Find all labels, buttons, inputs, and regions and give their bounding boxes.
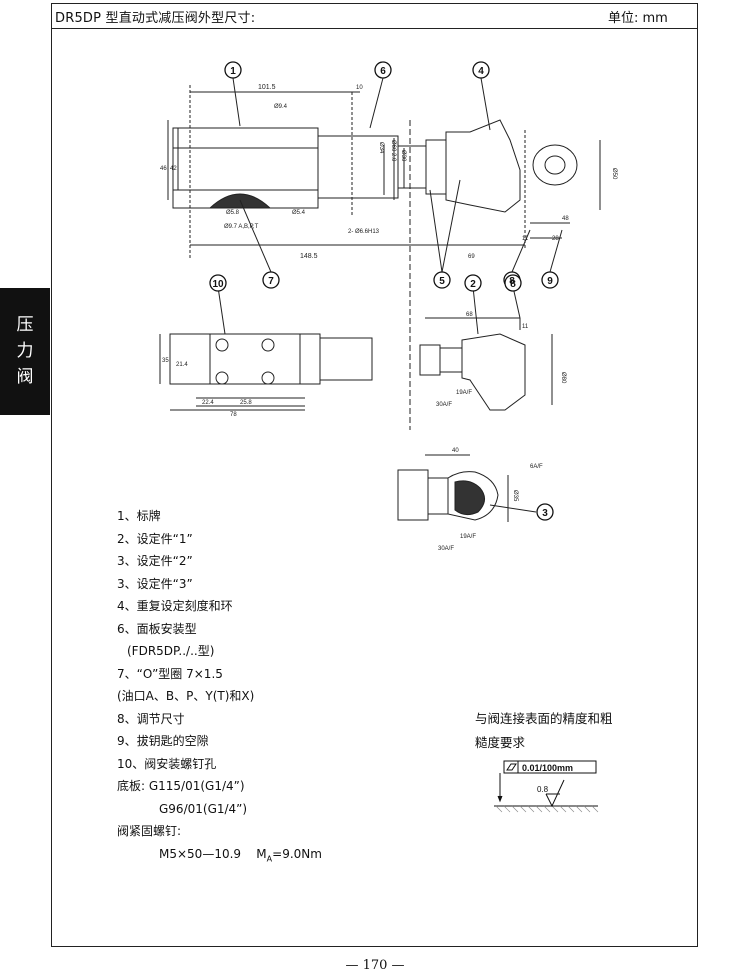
callout-7: 7 <box>268 276 274 287</box>
unit-label: 单位: mm <box>608 11 668 26</box>
screw-spec: M5×50—10.9 <box>159 846 242 861</box>
section-tab-char: 力 <box>16 341 34 361</box>
dim-101-5: 101.5 <box>258 84 276 91</box>
torque-subscript: A <box>266 853 273 863</box>
callout-3-marker <box>536 503 554 521</box>
valve-body-side <box>169 333 321 385</box>
dim-6af: 6A/F <box>530 464 543 470</box>
dim-9-7: Ø9.7 A,B,P,T <box>224 224 259 230</box>
callout-7-marker <box>262 271 280 289</box>
legend-item: 4、重复设定刻度和环 <box>117 599 233 613</box>
page-number: — 170 — <box>345 958 405 973</box>
legend-item: 1、标牌 <box>117 509 161 523</box>
dim-19af: 19A/F <box>456 390 472 396</box>
page-title: DR5DP 型直动式减压阀外型尺寸: <box>55 11 256 26</box>
dim-69: 69 <box>468 254 475 260</box>
legend-item: 底板: G115/01(G1/4”) <box>117 779 245 793</box>
dim-68: 68 <box>466 312 473 318</box>
callout-6-marker <box>374 61 392 79</box>
legend-item: (油口A、B、P、Y(T)和X) <box>117 689 255 703</box>
surface-note-line-2: 糙度要求 <box>475 735 526 750</box>
parts-legend: 1、标牌 2、设定件“1” 3、设定件“2” 3、设定件“3” 4、重复设定刻度… <box>117 505 322 870</box>
surface-note-line-1: 与阀连接表面的精度和粗 <box>475 711 613 726</box>
callout-9: 9 <box>547 276 553 287</box>
key-head <box>532 144 578 186</box>
callout-3: 3 <box>542 508 548 519</box>
dim-35b: Ø35 <box>512 490 518 502</box>
dim-11: 11 <box>522 236 529 242</box>
legend-item: (FDR5DP../..型) <box>127 644 215 658</box>
dim-46: 46 <box>160 166 167 172</box>
dim-25-8: 25.8 <box>240 400 252 406</box>
callout-1-marker <box>224 61 242 79</box>
legend-item: G96/01(G1/4”) <box>159 801 248 816</box>
legend-item: 8、调节尺寸 <box>117 711 185 726</box>
dim-30af-2: 30A/F <box>438 546 454 552</box>
dim-11b: 11 <box>522 324 529 330</box>
callout-2: 2 <box>470 279 476 290</box>
dim-34: Ø34 <box>378 142 384 154</box>
dim-5-4: Ø5.4 <box>292 210 306 216</box>
dim-9-4: Ø9.4 <box>274 104 288 110</box>
dim-5-8: Ø5.8 <box>226 210 240 216</box>
torque-label: M <box>256 846 267 861</box>
callout-2-marker <box>464 274 482 292</box>
roughness-value: 0.8 <box>537 785 549 794</box>
dim-80: Ø80 <box>560 372 566 384</box>
surface-requirement-note: 与阀连接表面的精度和粗 糙度要求 <box>475 707 645 755</box>
legend-item: 10、阀安装螺钉孔 <box>117 756 217 771</box>
technical-drawing: 1 6 4 7 5 8 9 10 2 8 3 101.5 10 Ø9.4 46 … <box>159 61 617 552</box>
surface-symbol: 0.01/100mm 0.8 <box>494 760 599 813</box>
dim-40: 40 <box>452 448 459 454</box>
callout-9-marker <box>541 271 559 289</box>
dim-35: 35 <box>162 358 169 364</box>
callout-10-marker <box>209 274 227 292</box>
legend-item: 3、设定件“3” <box>117 576 193 591</box>
dim-10: 10 <box>356 85 363 91</box>
dim-19af-2: 19A/F <box>460 534 476 540</box>
callout-8b-marker <box>504 274 522 292</box>
legend-item: 6、面板安装型 <box>117 621 197 636</box>
callout-8b: 8 <box>510 279 516 290</box>
callout-6: 6 <box>380 66 386 77</box>
header-divider <box>51 28 698 29</box>
legend-item: 3、设定件“2” <box>117 554 193 568</box>
dim-30af: 30A/F <box>436 402 452 408</box>
dim-78: 78 <box>230 412 237 418</box>
legend-item: 阀紧固螺钉: <box>117 824 182 838</box>
handwheel-outline <box>445 119 521 213</box>
callout-1: 1 <box>230 66 236 77</box>
legend-item: 9、拔钥匙的空隙 <box>117 734 209 748</box>
dim-50: Ø50 <box>611 168 617 180</box>
callout-4-marker <box>472 61 490 79</box>
dim-30: Ø30 <box>400 150 406 162</box>
callout-10: 10 <box>212 279 224 290</box>
section-tab-char: 阀 <box>16 367 34 387</box>
flatness-tolerance: 0.01/100mm <box>522 763 573 773</box>
dim-48: 48 <box>562 216 569 222</box>
torque-value: =9.0Nm <box>272 846 322 861</box>
callout-5-marker <box>433 271 451 289</box>
dim-22-4: 22.4 <box>202 400 214 406</box>
legend-item: 2、设定件“1” <box>117 531 193 546</box>
legend-item: 7、“O”型圈 7×1.5 <box>117 666 223 681</box>
dim-60-2: Ø60 2.0 <box>390 140 396 162</box>
section-tab-char: 压 <box>16 315 34 335</box>
page-frame <box>51 3 698 947</box>
dim-28: 28 <box>552 236 559 242</box>
dim-21-4: 21.4 <box>176 362 188 368</box>
valve-housing-top <box>317 135 399 199</box>
dim-42: 42 <box>170 166 177 172</box>
callout-5: 5 <box>439 276 445 287</box>
section-tab[interactable]: 压 力 阀 <box>0 288 50 415</box>
screw-spec-row: M5×50—10.9 MA=9.0Nm <box>117 843 322 871</box>
dim-148-5: 148.5 <box>300 253 318 260</box>
callout-4: 4 <box>478 66 484 77</box>
callout-8: 8 <box>509 276 515 287</box>
dim-6-6: 2- Ø6.6H13 <box>348 229 380 235</box>
